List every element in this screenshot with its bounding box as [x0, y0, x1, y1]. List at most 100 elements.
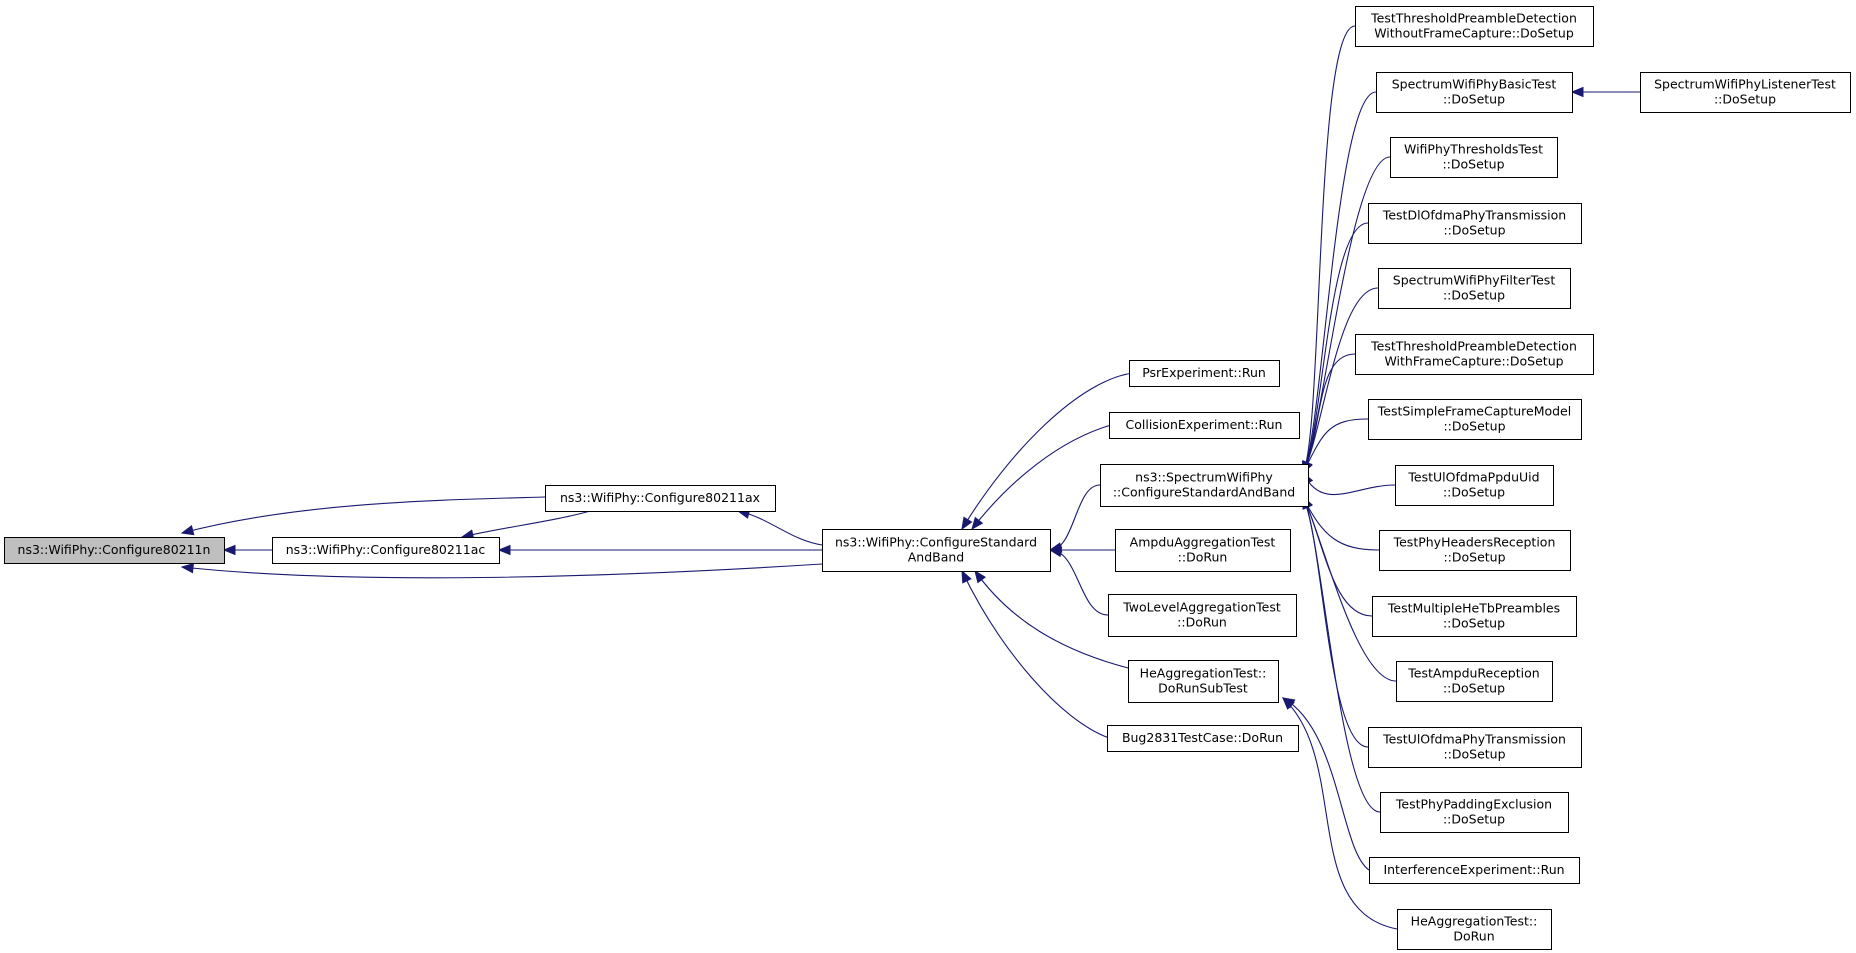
node-box — [1380, 792, 1569, 833]
node-label-line: ::DoRun — [1177, 615, 1227, 630]
node-box — [1376, 72, 1573, 113]
node-label-line: ::DoSetup — [1443, 288, 1505, 303]
edge-n2-to-n0 — [181, 496, 546, 534]
node-box — [1355, 6, 1594, 47]
node-wifiphythresholdstest-dosetup[interactable]: WifiPhyThresholdsTest::DoSetup — [1390, 137, 1558, 178]
node-label-line: TestThresholdPreambleDetection — [1370, 339, 1577, 354]
node-twolevelaggregationtest-dorun[interactable]: TwoLevelAggregationTest::DoRun — [1108, 594, 1297, 637]
node-testphypaddingexclusion-dosetup[interactable]: TestPhyPaddingExclusion::DoSetup — [1380, 792, 1569, 833]
node-label-line: TestPhyPaddingExclusion — [1395, 797, 1552, 812]
node-box — [1640, 72, 1851, 113]
arrowhead-n9-to-n3 — [974, 569, 987, 584]
node-label-line: ::DoSetup — [1443, 747, 1505, 762]
node-ampduaggregationtest-dorun[interactable]: AmpduAggregationTest::DoRun — [1115, 529, 1291, 572]
node-label-line: WithFrameCapture::DoSetup — [1384, 354, 1563, 369]
node-box — [1379, 530, 1571, 571]
node-label-line: ::DoSetup — [1443, 550, 1505, 565]
node-label-line: DoRunSubTest — [1158, 681, 1248, 696]
node-box — [4, 537, 225, 564]
node-box — [1395, 465, 1554, 506]
node-interferenceexperiment-run[interactable]: InterferenceExperiment::Run — [1369, 857, 1580, 884]
node-label-line: ::DoSetup — [1443, 92, 1505, 107]
node-label-line: SpectrumWifiPhyListenerTest — [1654, 77, 1836, 92]
node-label-line: HeAggregationTest:: — [1411, 914, 1538, 929]
arrowhead-n26-to-n12 — [1570, 86, 1584, 98]
node-testmultiplehetbpreambles-dosetup[interactable]: TestMultipleHeTbPreambles::DoSetup — [1372, 596, 1577, 637]
edge-n23-to-n6 — [1302, 496, 1381, 813]
node-spectrumwifiphyfiltertest-dosetup[interactable]: SpectrumWifiPhyFilterTest::DoSetup — [1378, 268, 1571, 309]
node-testulofdmaphytransmission-dosetup[interactable]: TestUlOfdmaPhyTransmission::DoSetup — [1368, 727, 1582, 768]
node-label-line: TestMultipleHeTbPreambles — [1387, 601, 1560, 616]
node-testampdureception-dosetup[interactable]: TestAmpduReception::DoSetup — [1396, 661, 1553, 702]
node-bug2831testcase-dorun[interactable]: Bug2831TestCase::DoRun — [1107, 725, 1299, 752]
node-heaggregationtest-dorun[interactable]: HeAggregationTest::DoRun — [1397, 909, 1552, 950]
node-testthresholdpreambledetectionwithframecapture-dosetup[interactable]: TestThresholdPreambleDetectionWithFrameC… — [1355, 334, 1594, 375]
node-collisionexperiment-run[interactable]: CollisionExperiment::Run — [1109, 412, 1300, 439]
node-box — [545, 485, 776, 512]
node-label-line: WithoutFrameCapture::DoSetup — [1374, 26, 1574, 41]
node-label-line: ns3::WifiPhy::ConfigureStandard — [835, 535, 1037, 550]
node-label-line: HeAggregationTest:: — [1140, 666, 1267, 681]
edge-n12-to-n6 — [1302, 91, 1377, 474]
node-heaggregationtest-dorunsubtest[interactable]: HeAggregationTest::DoRunSubTest — [1128, 660, 1279, 703]
edge-n9-to-n3 — [974, 570, 1129, 669]
node-box — [1368, 399, 1582, 440]
node-label-line: TwoLevelAggregationTest — [1122, 600, 1281, 615]
node-label-line: SpectrumWifiPhyBasicTest — [1392, 77, 1557, 92]
node-spectrumwifiphylistenertest-dosetup[interactable]: SpectrumWifiPhyListenerTest::DoSetup — [1640, 72, 1851, 113]
node-label-line: ::DoSetup — [1443, 681, 1505, 696]
arrowhead-n3-to-n1 — [497, 544, 511, 556]
node-label-line: InterferenceExperiment::Run — [1383, 862, 1564, 877]
node-box — [822, 529, 1051, 572]
node-box — [1109, 412, 1300, 439]
node-box — [1129, 360, 1280, 387]
node-box — [1108, 594, 1297, 637]
node-ns3-wifiphy-configure80211n[interactable]: ns3::WifiPhy::Configure80211n — [4, 537, 225, 564]
edge-n3-to-n2 — [737, 510, 823, 546]
arrowhead-n10-to-n3 — [961, 569, 972, 584]
node-label-line: ::DoRun — [1178, 550, 1228, 565]
node-label-line: AmpduAggregationTest — [1130, 535, 1276, 550]
nodes-layer: ns3::WifiPhy::Configure80211n ns3::WifiPh… — [4, 6, 1851, 950]
edge-n5-to-n3 — [971, 424, 1112, 530]
edge-n24-to-n9 — [1282, 697, 1370, 871]
node-label-line: ns3::WifiPhy::Configure80211ax — [560, 490, 760, 505]
edge-n10-to-n3 — [961, 570, 1110, 739]
node-label-line: ::DoSetup — [1443, 616, 1505, 631]
node-label-line: TestPhyHeadersReception — [1393, 535, 1556, 550]
arrowhead-n2-to-n0 — [180, 525, 195, 536]
node-testulofdmappduuid-dosetup[interactable]: TestUlOfdmaPpduUid::DoSetup — [1395, 465, 1554, 506]
node-box — [272, 537, 500, 564]
node-box — [1107, 725, 1299, 752]
node-label-line: SpectrumWifiPhyFilterTest — [1393, 273, 1556, 288]
arrowhead-n5-to-n3 — [971, 516, 984, 531]
node-box — [1378, 268, 1571, 309]
arrowhead-n8-to-n3 — [1048, 546, 1063, 558]
edge-n14-to-n6 — [1302, 222, 1369, 474]
node-box — [1115, 529, 1291, 572]
node-ns3-wifiphy-configure80211ac[interactable]: ns3::WifiPhy::Configure80211ac — [272, 537, 500, 564]
node-box — [1100, 464, 1309, 507]
node-ns3-wifiphy-configure80211ax[interactable]: ns3::WifiPhy::Configure80211ax — [545, 485, 776, 512]
arrowhead-n1-to-n0 — [222, 544, 236, 556]
node-ns3-spectrumwifiphy-configurestandardandband[interactable]: ns3::SpectrumWifiPhy::ConfigureStandardA… — [1100, 464, 1309, 507]
node-label-line: CollisionExperiment::Run — [1126, 417, 1283, 432]
arrowhead-n25-to-n9 — [1282, 697, 1295, 710]
node-testphyheadersreception-dosetup[interactable]: TestPhyHeadersReception::DoSetup — [1379, 530, 1571, 571]
edge-n2-to-n1 — [461, 510, 591, 538]
node-ns3-wifiphy-configurestandardandband[interactable]: ns3::WifiPhy::ConfigureStandardAndBand — [822, 529, 1051, 572]
node-spectrumwifiphybasictest-dosetup[interactable]: SpectrumWifiPhyBasicTest::DoSetup — [1376, 72, 1573, 113]
node-psrexperiment-run[interactable]: PsrExperiment::Run — [1129, 360, 1280, 387]
node-testsimpleframecapturemodel-dosetup[interactable]: TestSimpleFrameCaptureModel::DoSetup — [1368, 399, 1582, 440]
edge-n21-to-n6 — [1302, 496, 1397, 682]
node-testdlofdmaphytransmission-dosetup[interactable]: TestDlOfdmaPhyTransmission::DoSetup — [1368, 203, 1582, 244]
node-box — [1396, 661, 1553, 702]
node-label-line: ::DoSetup — [1443, 485, 1505, 500]
node-box — [1355, 334, 1594, 375]
edge-n4-to-n3 — [961, 372, 1134, 530]
node-testthresholdpreambledetectionwithoutframecapture-dosetup[interactable]: TestThresholdPreambleDetectionWithoutFra… — [1355, 6, 1594, 47]
node-label-line: ::DoSetup — [1714, 92, 1776, 107]
node-label-line: ::DoSetup — [1442, 157, 1504, 172]
node-label-line: ns3::SpectrumWifiPhy — [1135, 470, 1273, 485]
